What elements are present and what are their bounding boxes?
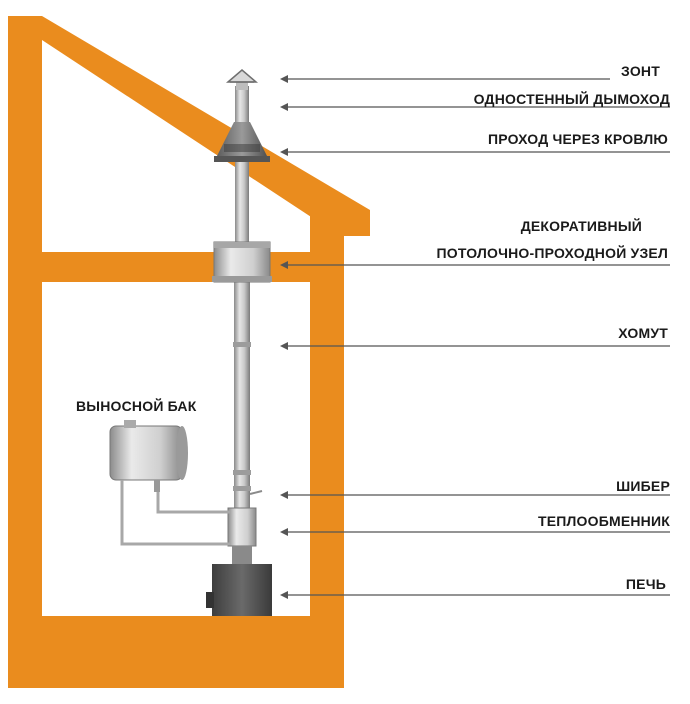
house-frame [8, 16, 370, 688]
label-remote-tank: ВЫНОСНОЙ БАК [76, 398, 197, 414]
damper [249, 490, 263, 495]
label-single-wall-chimney: ОДНОСТЕННЫЙ ДЫМОХОД [473, 91, 670, 107]
floor [8, 616, 344, 688]
label-clamp: ХОМУТ [618, 325, 668, 341]
arrow-damper [280, 491, 670, 499]
pipe-upper [235, 86, 249, 252]
pipe-joint [233, 470, 251, 475]
arrow-clamp [280, 342, 670, 350]
arrow-roof-passage [280, 148, 670, 156]
left-wall [8, 16, 42, 644]
umbrella-cap [225, 69, 259, 90]
label-stove: ПЕЧЬ [625, 576, 666, 592]
label-damper: ШИБЕР [616, 478, 670, 494]
arrow-stove [280, 591, 670, 599]
roof-passage-cone [214, 122, 270, 162]
arrow-single-wall-chimney [280, 103, 670, 111]
arrow-umbrella [280, 75, 610, 83]
pipe-lower [234, 282, 250, 508]
label-roof-passage: ПРОХОД ЧЕРЕЗ КРОВЛЮ [487, 131, 668, 147]
pipe-joint [233, 486, 251, 491]
stove [206, 564, 272, 616]
label-umbrella: ЗОНТ [621, 63, 660, 79]
roof [8, 16, 370, 236]
remote-tank [109, 420, 230, 546]
heat-exchanger [227, 507, 257, 564]
ceiling-pass-unit [212, 241, 272, 283]
arrow-ceiling-pass-unit [280, 261, 670, 269]
pipe-joint [233, 342, 251, 347]
arrow-heat-exchanger [280, 528, 670, 536]
label-arrows [280, 75, 670, 599]
label-ceiling-pass-unit: ПОТОЛОЧНО-ПРОХОДНОЙ УЗЕЛ [436, 245, 668, 261]
ceiling-beam [8, 252, 344, 282]
label-heat-exchanger: ТЕПЛООБМЕННИК [537, 513, 670, 529]
label-decorative: ДЕКОРАТИВНЫЙ [520, 218, 642, 234]
